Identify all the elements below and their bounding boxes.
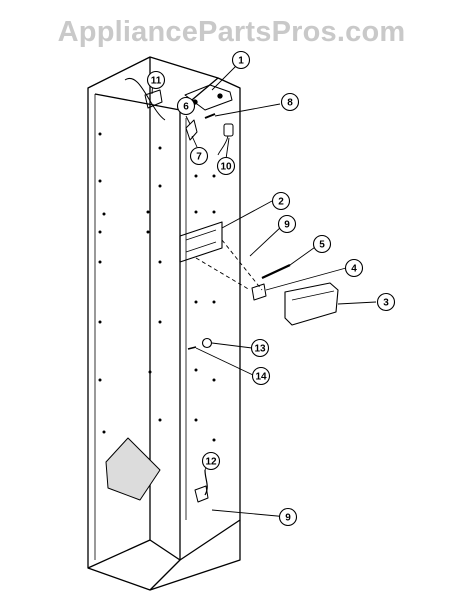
callout-c4: 4 xyxy=(344,258,364,278)
callout-c13: 13 xyxy=(250,338,270,358)
callout-c8: 8 xyxy=(280,92,300,112)
callout-c11: 11 xyxy=(146,70,166,90)
callout-label: 14 xyxy=(255,372,267,383)
callout-label: 11 xyxy=(151,76,162,87)
callout-c14: 14 xyxy=(251,366,271,386)
cabinet-front-panel xyxy=(179,77,241,561)
callout-label: 8 xyxy=(287,98,293,109)
callout-label: 10 xyxy=(220,162,232,173)
callout-label: 13 xyxy=(254,344,266,355)
callout-label: 7 xyxy=(196,152,202,163)
callout-c1: 1 xyxy=(231,50,251,70)
callout-c5: 5 xyxy=(312,234,332,254)
callout-label: 12 xyxy=(205,457,217,468)
callout-label: 6 xyxy=(183,102,189,113)
callout-c10: 10 xyxy=(216,156,236,176)
cabinet-top-edge xyxy=(94,56,219,111)
callout-c6: 6 xyxy=(176,96,196,116)
callout-label: 4 xyxy=(351,264,357,275)
callout-c2: 2 xyxy=(271,191,291,211)
callout-c7: 7 xyxy=(189,146,209,166)
cabinet-bottom xyxy=(87,520,241,591)
callout-c3: 3 xyxy=(376,292,396,312)
callout-label: 1 xyxy=(238,56,244,67)
leader-lines xyxy=(151,65,377,518)
callout-c9a: 9 xyxy=(277,214,297,234)
callout-label: 9 xyxy=(285,513,291,524)
callout-label: 5 xyxy=(319,240,325,251)
callout-c12: 12 xyxy=(201,451,221,471)
callout-label: 2 xyxy=(278,197,284,208)
callout-c9b: 9 xyxy=(278,507,298,527)
watermark-text: AppliancePartsPros.com xyxy=(57,16,406,48)
callout-label: 3 xyxy=(383,298,389,309)
callout-label: 9 xyxy=(284,220,290,231)
